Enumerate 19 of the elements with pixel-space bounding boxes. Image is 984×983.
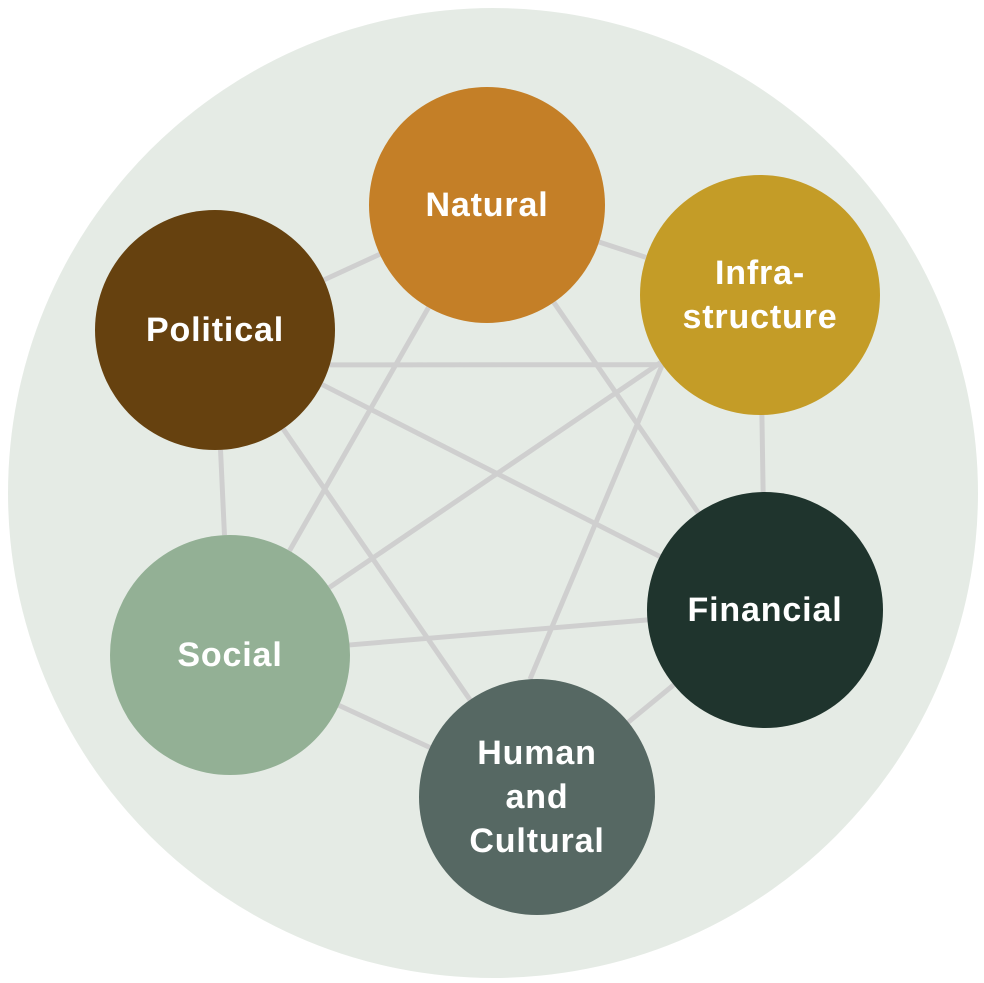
connector-line	[552, 300, 700, 514]
connector-line	[323, 252, 381, 282]
connector-line	[287, 306, 431, 552]
connector-line	[281, 427, 472, 702]
connector-line	[218, 450, 227, 536]
category-label: Political	[146, 310, 284, 351]
connector-line	[320, 382, 661, 559]
connector-line	[338, 703, 431, 750]
connector-line	[598, 240, 647, 260]
category-label: Infra- structure	[681, 252, 839, 338]
connector-line	[349, 617, 648, 648]
connector-line	[626, 682, 676, 724]
category-label: Human and Cultural	[468, 732, 606, 862]
category-label: Natural	[425, 184, 549, 226]
connector-line	[528, 364, 665, 680]
connector-line	[328, 360, 662, 590]
category-label: Financial	[687, 590, 843, 631]
category-label: Social	[177, 634, 283, 676]
connector-line	[759, 414, 766, 492]
